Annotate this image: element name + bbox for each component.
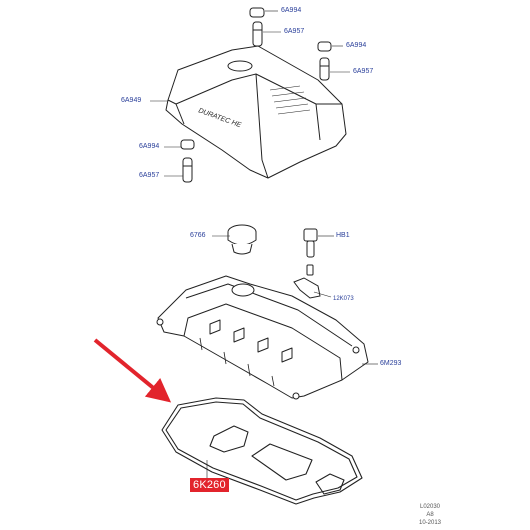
bolt-top-2 bbox=[317, 41, 332, 81]
part-label-hb1[interactable]: HB1 bbox=[336, 232, 350, 239]
leader-lines-top bbox=[150, 10, 350, 177]
leader-lines-middle bbox=[212, 235, 378, 365]
part-label-6a949[interactable]: 6A949 bbox=[121, 97, 142, 104]
bolt-top-1 bbox=[249, 7, 265, 47]
part-label-6a994-right[interactable]: 6A994 bbox=[346, 42, 367, 49]
drawing-date: 10-2013 bbox=[418, 520, 442, 526]
part-label-6a994-top[interactable]: 6A994 bbox=[281, 7, 302, 14]
camshaft-sensor bbox=[293, 264, 321, 299]
part-label-6m293[interactable]: 6M293 bbox=[380, 360, 402, 367]
drawing-revision: A8 bbox=[426, 512, 434, 518]
highlighted-part-label[interactable]: 6K260 bbox=[190, 478, 229, 492]
drawing-code: L02030 bbox=[419, 504, 441, 510]
oil-filler-cap bbox=[227, 224, 257, 255]
highlight-arrow bbox=[93, 338, 172, 403]
part-label-6a957-top[interactable]: 6A957 bbox=[284, 28, 305, 35]
valve-cover bbox=[156, 275, 369, 400]
part-label-6a994-left[interactable]: 6A994 bbox=[139, 143, 160, 150]
part-label-6a957-right[interactable]: 6A957 bbox=[353, 68, 374, 75]
part-label-6766[interactable]: 6766 bbox=[190, 232, 206, 239]
hb1-bolt bbox=[303, 228, 318, 258]
bolt-left bbox=[180, 139, 195, 183]
part-label-6a957-left[interactable]: 6A957 bbox=[139, 172, 160, 179]
engine-cover bbox=[165, 45, 347, 179]
part-label-12k073[interactable]: 12K073 bbox=[333, 296, 354, 302]
